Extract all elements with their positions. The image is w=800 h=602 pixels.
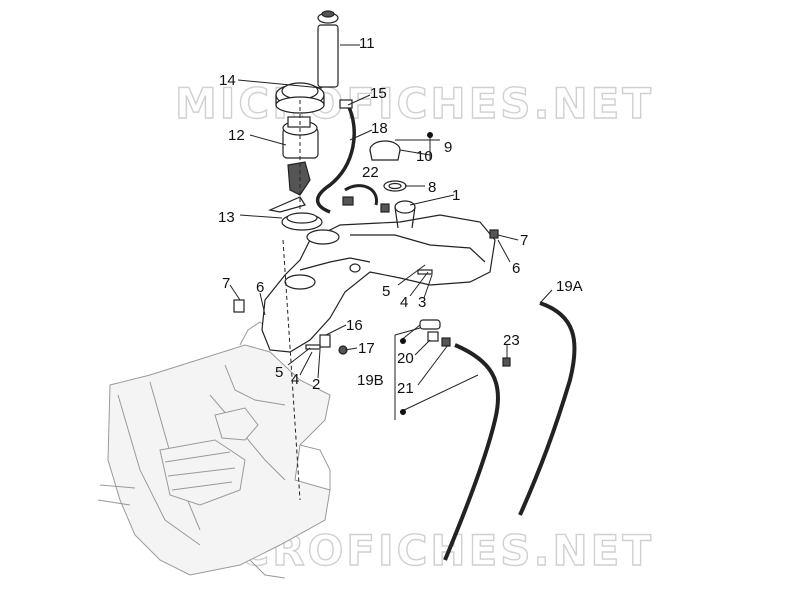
callout-20: 20	[397, 350, 414, 367]
vent-pipe-19b	[443, 343, 501, 561]
vent-pipe-19a	[518, 301, 577, 516]
small-fitting	[380, 203, 390, 213]
spacer	[319, 334, 331, 348]
hose-clip	[342, 196, 354, 206]
callout-4-right: 4	[400, 294, 408, 311]
pump-tube	[317, 10, 339, 88]
callout-17: 17	[358, 340, 375, 357]
callout-6-right: 6	[512, 260, 520, 277]
callout-8: 8	[428, 179, 436, 196]
fuel-cap	[369, 140, 407, 192]
callout-2: 2	[312, 376, 320, 393]
callout-23: 23	[503, 332, 520, 349]
elbow-fitting	[419, 319, 441, 330]
callout-3: 3	[418, 294, 426, 311]
callout-7-right: 7	[520, 232, 528, 249]
callout-7-left: 7	[222, 275, 230, 292]
callout-18: 18	[371, 120, 388, 137]
bolt-right	[417, 269, 433, 275]
hose-connector	[339, 99, 353, 109]
seal-ring	[281, 212, 323, 231]
callout-13: 13	[218, 209, 235, 226]
callout-1: 1	[452, 187, 460, 204]
callout-5-right: 5	[382, 283, 390, 300]
clip-right	[489, 229, 499, 239]
callout-6-left: 6	[256, 279, 264, 296]
callout-19b: 19B	[357, 372, 384, 389]
retaining-ring	[275, 82, 325, 114]
callout-14: 14	[219, 72, 236, 89]
watermark-top: MICROFICHES.NET	[175, 79, 654, 128]
callout-16: 16	[346, 317, 363, 334]
callout-5-left: 5	[275, 364, 283, 381]
connector-20	[427, 331, 439, 342]
callout-22: 22	[362, 164, 379, 181]
clip-left	[233, 299, 245, 313]
bullet-dot	[400, 338, 406, 344]
callout-21: 21	[397, 380, 414, 397]
bolt-small	[305, 344, 321, 350]
fuel-pump	[268, 116, 319, 213]
clamp-23	[502, 357, 511, 367]
callout-4-left: 4	[291, 371, 299, 388]
callout-11: 11	[359, 35, 375, 52]
fuel-tank	[261, 200, 496, 353]
bullet-dot	[427, 132, 433, 138]
callout-10: 10	[416, 148, 433, 165]
fuel-hose	[315, 104, 356, 214]
bullet-dot	[400, 409, 406, 415]
callout-9: 9	[444, 139, 452, 156]
callout-12: 12	[228, 127, 245, 144]
connector-21	[441, 337, 451, 347]
callout-19a: 19A	[556, 278, 583, 295]
breather-hose	[344, 184, 378, 206]
callout-15: 15	[370, 85, 387, 102]
